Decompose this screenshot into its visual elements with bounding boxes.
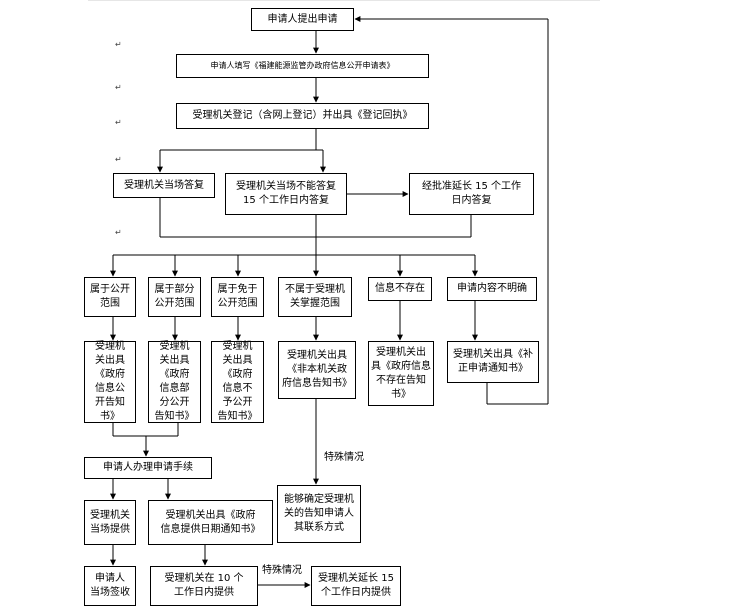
- top-divider: [88, 0, 600, 1]
- answer-15-box: 受理机关当场不能答复 15 个工作日内答复: [225, 173, 347, 215]
- paragraph-mark: ↵: [115, 40, 122, 49]
- special-case-label-1: 特殊情况: [324, 452, 364, 463]
- category-not-mine: 不属于受理机 关掌握范围: [278, 277, 352, 317]
- apply-box: 申请人提出申请: [251, 8, 354, 31]
- notice-unclear: 受理机关出具《补 正申请通知书》: [447, 341, 539, 383]
- notice-partial: 受理机 关出具 《政府 信息部 分公开 告知书》: [148, 341, 201, 423]
- category-exempt: 属于免于 公开范围: [211, 277, 264, 317]
- notice-exempt: 受理机 关出具 《政府 信息不 予公开 告知书》: [211, 341, 264, 423]
- procedures-box: 申请人办理申请手续: [84, 457, 212, 479]
- sign-box: 申请人 当场签收: [84, 566, 136, 606]
- answer-now-box: 受理机关当场答复: [113, 173, 215, 198]
- register-box: 受理机关登记（含网上登记）并出具《登记回执》: [176, 103, 429, 129]
- fill-form-box: 申请人填写《福建能源监管办政府信息公开申请表》: [176, 54, 429, 78]
- extend-box: 经批准延长 15 个工作 日内答复: [409, 173, 534, 215]
- notice-public: 受理机 关出具 《政府 信息公 开告知 书》: [84, 341, 136, 423]
- contact-box: 能够确定受理机 关的告知申请人 其联系方式: [277, 485, 361, 543]
- date-notice-box: 受理机关出具《政府 信息提供日期通知书》: [148, 500, 273, 545]
- category-public: 属于公开 范围: [84, 277, 136, 317]
- special-case-label-2: 特殊情况: [262, 565, 302, 576]
- category-not-exist: 信息不存在: [368, 277, 432, 301]
- notice-not-mine: 受理机关出具 《非本机关政 府信息告知书》: [278, 341, 356, 399]
- paragraph-mark: ↵: [115, 155, 122, 164]
- paragraph-mark: ↵: [115, 83, 122, 92]
- within-10-box: 受理机关在 10 个 工作日内提供: [150, 566, 258, 606]
- category-unclear: 申请内容不明确: [447, 277, 537, 301]
- extend-15-box: 受理机关延长 15 个工作日内提供: [311, 566, 401, 606]
- category-partial: 属于部分 公开范围: [148, 277, 201, 317]
- paragraph-mark: ↵: [115, 118, 122, 127]
- paragraph-mark: ↵: [115, 228, 122, 237]
- provide-now-box: 受理机关 当场提供: [84, 500, 136, 545]
- notice-not-exist: 受理机关出 具《政府信息 不存在告知 书》: [368, 341, 434, 406]
